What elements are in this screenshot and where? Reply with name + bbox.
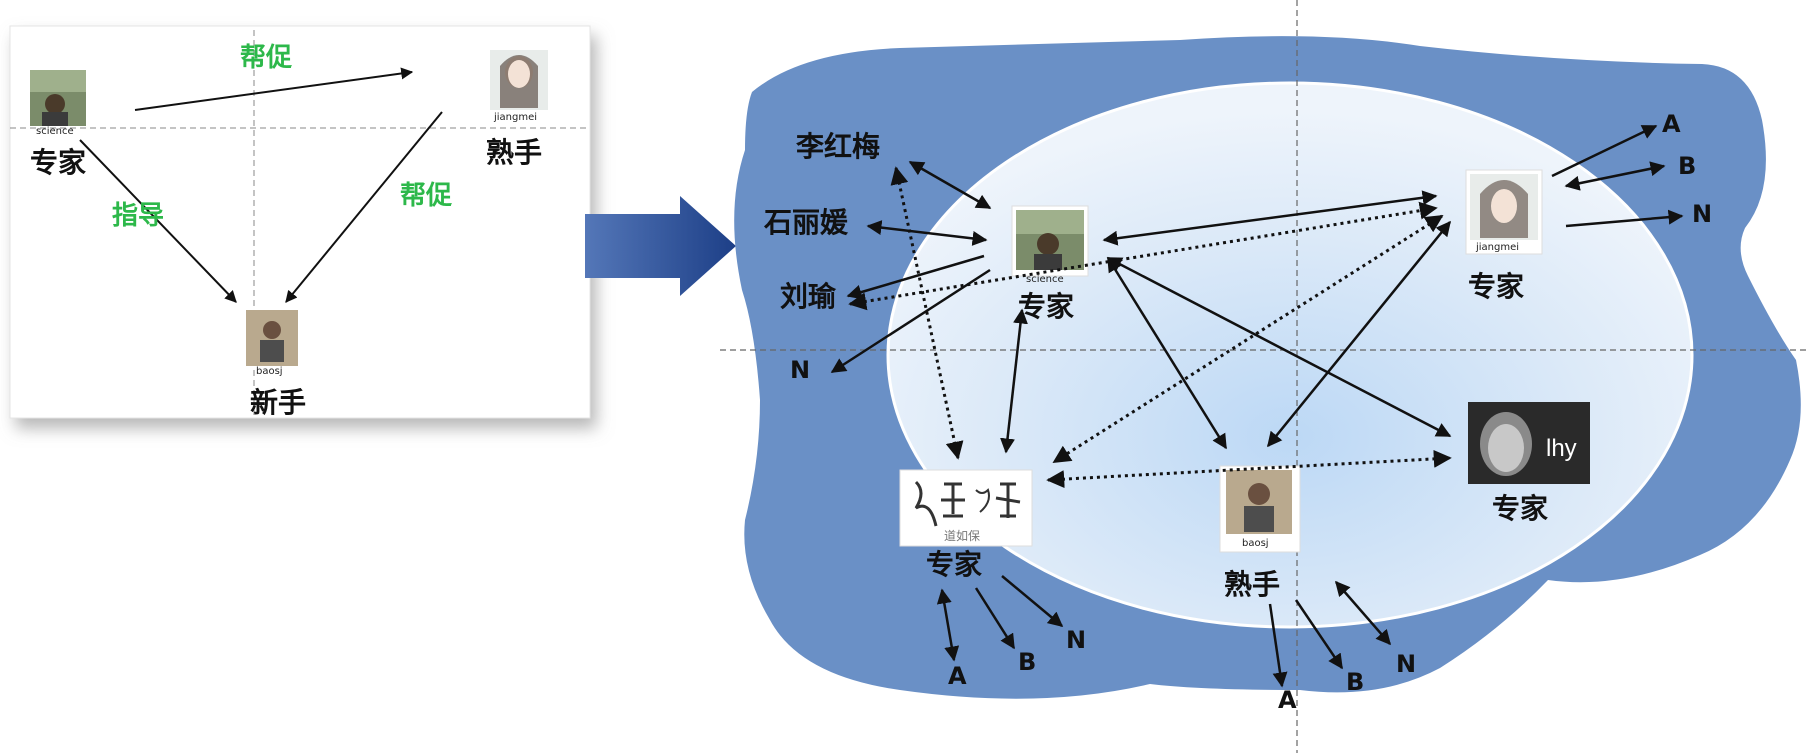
edge-skilled-a [1268,603,1288,688]
edge-right-expert-n [1565,209,1684,228]
right-skilled-link-n: N [1396,650,1416,678]
left-novice-label: 新手 [250,386,306,419]
left-skilled-label: 熟手 [486,136,542,169]
right-expert-link-a: A [1662,110,1681,138]
right-expert-link-b: B [1678,152,1696,180]
right-expert-node: jiangmei 专家 A B N [1465,110,1712,303]
edge-center-calligraphy [1000,308,1028,454]
edge-expert-to-novice [79,139,237,303]
left-skilled-node: jiangmei 熟手 [486,50,548,169]
transition-arrow [585,196,736,296]
edge-right-expert-b [1564,161,1666,191]
novice-photo-caption: baosj [256,366,283,377]
edge-label-expert-skilled: 帮促 [240,43,292,73]
edge-skilled-b [1294,599,1344,670]
right-skilled-link-b: B [1346,668,1364,696]
edge-skilled-to-novice [285,111,443,303]
edge-expert-to-skilled [134,67,414,111]
calligraphy-link-n: N [1066,626,1086,654]
outside-name-3: 刘瑜 [780,280,837,313]
lhy-expert-label: 专家 [1492,492,1548,525]
edge-calligraphy-a [936,588,960,662]
calligraphy-link-b: B [1018,648,1036,676]
outside-name-1: 李红梅 [796,130,880,163]
edge-label-skilled-novice: 帮促 [400,181,452,211]
calligraphy-expert-node: 道如保 专家 A B N [899,469,1086,690]
lhy-photo-text: lhy [1546,435,1577,462]
calligraphy-expert-label: 专家 [926,548,982,581]
right-skilled-caption: baosj [1242,538,1269,549]
left-expert-node: science 专家 [30,70,86,179]
left-expert-label: 专家 [30,146,86,179]
right-diagram-panel: 李红梅 石丽媛 刘瑜 N science 专家 jiangmei 专家 A B … [720,0,1808,753]
right-expert-link-n: N [1692,200,1712,228]
dotted-edges [848,166,1452,489]
calligraphy-link-a: A [948,662,967,690]
right-expert-caption: jiangmei [1475,242,1519,253]
expert-photo-caption: science [36,126,74,137]
left-diagram-panel: science 专家 jiangmei 熟手 baosj 新手 帮促 帮促 指导 [9,25,591,419]
right-skilled-link-a: A [1278,686,1297,714]
calligraphy-caption: 道如保 [944,528,980,543]
skilled-photo-caption: jiangmei [493,112,537,123]
right-expert-label: 专家 [1468,270,1524,303]
center-expert-label: 专家 [1018,290,1074,323]
calligraphy-photo [899,469,1033,547]
lhy-expert-node: lhy 专家 [1468,402,1590,525]
edge-calligraphy-n [1001,575,1064,627]
right-skilled-label: 熟手 [1224,568,1280,601]
edge-skilled-n [1335,580,1391,646]
outside-name-2: 石丽媛 [763,206,849,239]
left-novice-node: baosj 新手 [246,310,306,419]
edge-calligraphy-b [974,587,1016,650]
outside-name-n: N [790,356,810,384]
edge-label-expert-novice: 指导 [112,201,164,231]
